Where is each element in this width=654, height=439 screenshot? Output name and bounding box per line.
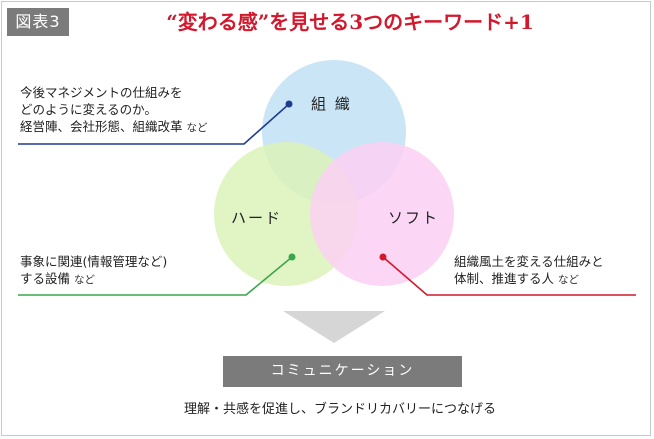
note-hard-line2: する設備 など: [20, 271, 95, 286]
note-organization-line1: 今後マネジメントの仕組みを: [20, 85, 183, 100]
communication-description: 理解・共感を促進し、ブランドリカバリーにつなげる: [183, 402, 496, 417]
connector-dot-left: [288, 253, 296, 261]
figure-badge: 図表3: [7, 8, 69, 36]
connector-bottom-right: [382, 256, 636, 296]
label-soft: ソフト: [388, 209, 440, 227]
down-arrow-icon: [283, 311, 385, 343]
note-hard-line1: 事象に関連(情報管理など): [20, 254, 168, 269]
figure-title: “変わる感”を見せる3つのキーワード+1: [166, 10, 534, 34]
note-soft: 組織風土を変える仕組みと 体制、推進する人 など: [454, 253, 604, 289]
note-organization-line2: どのように変えるのか。: [20, 102, 157, 117]
label-hard: ハード: [231, 209, 283, 227]
note-organization-line3: 経営陣、会社形態、組織改革 など: [20, 119, 208, 134]
note-organization: 今後マネジメントの仕組みを どのように変えるのか。 経営陣、会社形態、組織改革 …: [20, 84, 208, 137]
connector-dot-right: [379, 253, 387, 261]
connector-top-left: [18, 103, 290, 145]
communication-box: コミュニケーション: [223, 356, 462, 387]
connector-dot-top: [285, 100, 293, 108]
circle-soft: [310, 142, 454, 286]
connector-bottom-left: [18, 256, 293, 296]
note-hard: 事象に関連(情報管理など) する設備 など: [20, 253, 167, 289]
note-soft-line1: 組織風土を変える仕組みと: [454, 254, 604, 269]
label-organization: 組 織: [311, 95, 352, 113]
note-soft-line2: 体制、推進する人 など: [454, 271, 579, 286]
